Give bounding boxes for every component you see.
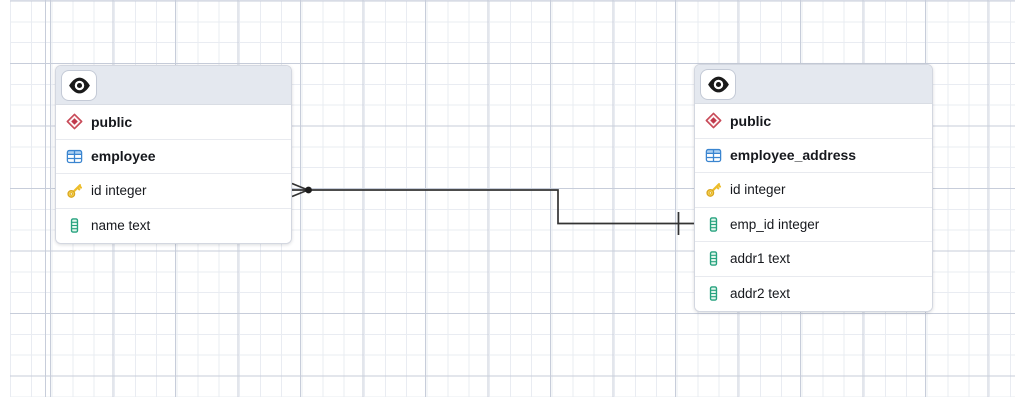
schema-row: public bbox=[695, 104, 932, 139]
column-icon bbox=[70, 218, 79, 234]
schema-icon bbox=[705, 112, 722, 129]
schema-name: public bbox=[91, 113, 133, 130]
column-label: id integer bbox=[91, 183, 147, 199]
column-label: addr1 text bbox=[730, 251, 791, 267]
entity-node-employee-address[interactable]: public employee_address id integer bbox=[694, 64, 933, 312]
column-label: id integer bbox=[730, 182, 786, 198]
table-name: employee bbox=[91, 148, 156, 165]
eye-icon bbox=[707, 76, 729, 92]
entity-header bbox=[56, 66, 291, 105]
table-icon bbox=[705, 148, 722, 162]
column-row: id integer bbox=[56, 174, 291, 209]
column-row: name text bbox=[56, 208, 291, 243]
column-label: emp_id integer bbox=[730, 216, 820, 232]
primary-key-icon bbox=[67, 184, 83, 199]
column-row: addr1 text bbox=[695, 242, 932, 277]
table-name-row: employee_address bbox=[695, 138, 932, 173]
column-row: addr2 text bbox=[695, 276, 932, 311]
primary-key-icon bbox=[706, 183, 722, 198]
entity-node-employee[interactable]: public employee id integer bbox=[55, 65, 292, 244]
column-icon bbox=[709, 286, 718, 302]
schema-row: public bbox=[56, 105, 291, 140]
eye-icon bbox=[68, 77, 90, 93]
column-icon bbox=[709, 216, 718, 232]
toggle-details-button[interactable] bbox=[700, 68, 736, 100]
table-name-row: employee bbox=[56, 139, 291, 174]
schema-name: public bbox=[730, 112, 772, 129]
column-icon bbox=[709, 251, 718, 267]
column-row: emp_id integer bbox=[695, 207, 932, 242]
schema-icon bbox=[66, 113, 83, 130]
column-row: id integer bbox=[695, 173, 932, 208]
column-label: addr2 text bbox=[730, 286, 791, 302]
table-name: employee_address bbox=[730, 147, 857, 164]
column-label: name text bbox=[91, 218, 151, 234]
toggle-details-button[interactable] bbox=[61, 69, 97, 101]
table-icon bbox=[66, 149, 83, 163]
entity-header bbox=[695, 65, 932, 104]
